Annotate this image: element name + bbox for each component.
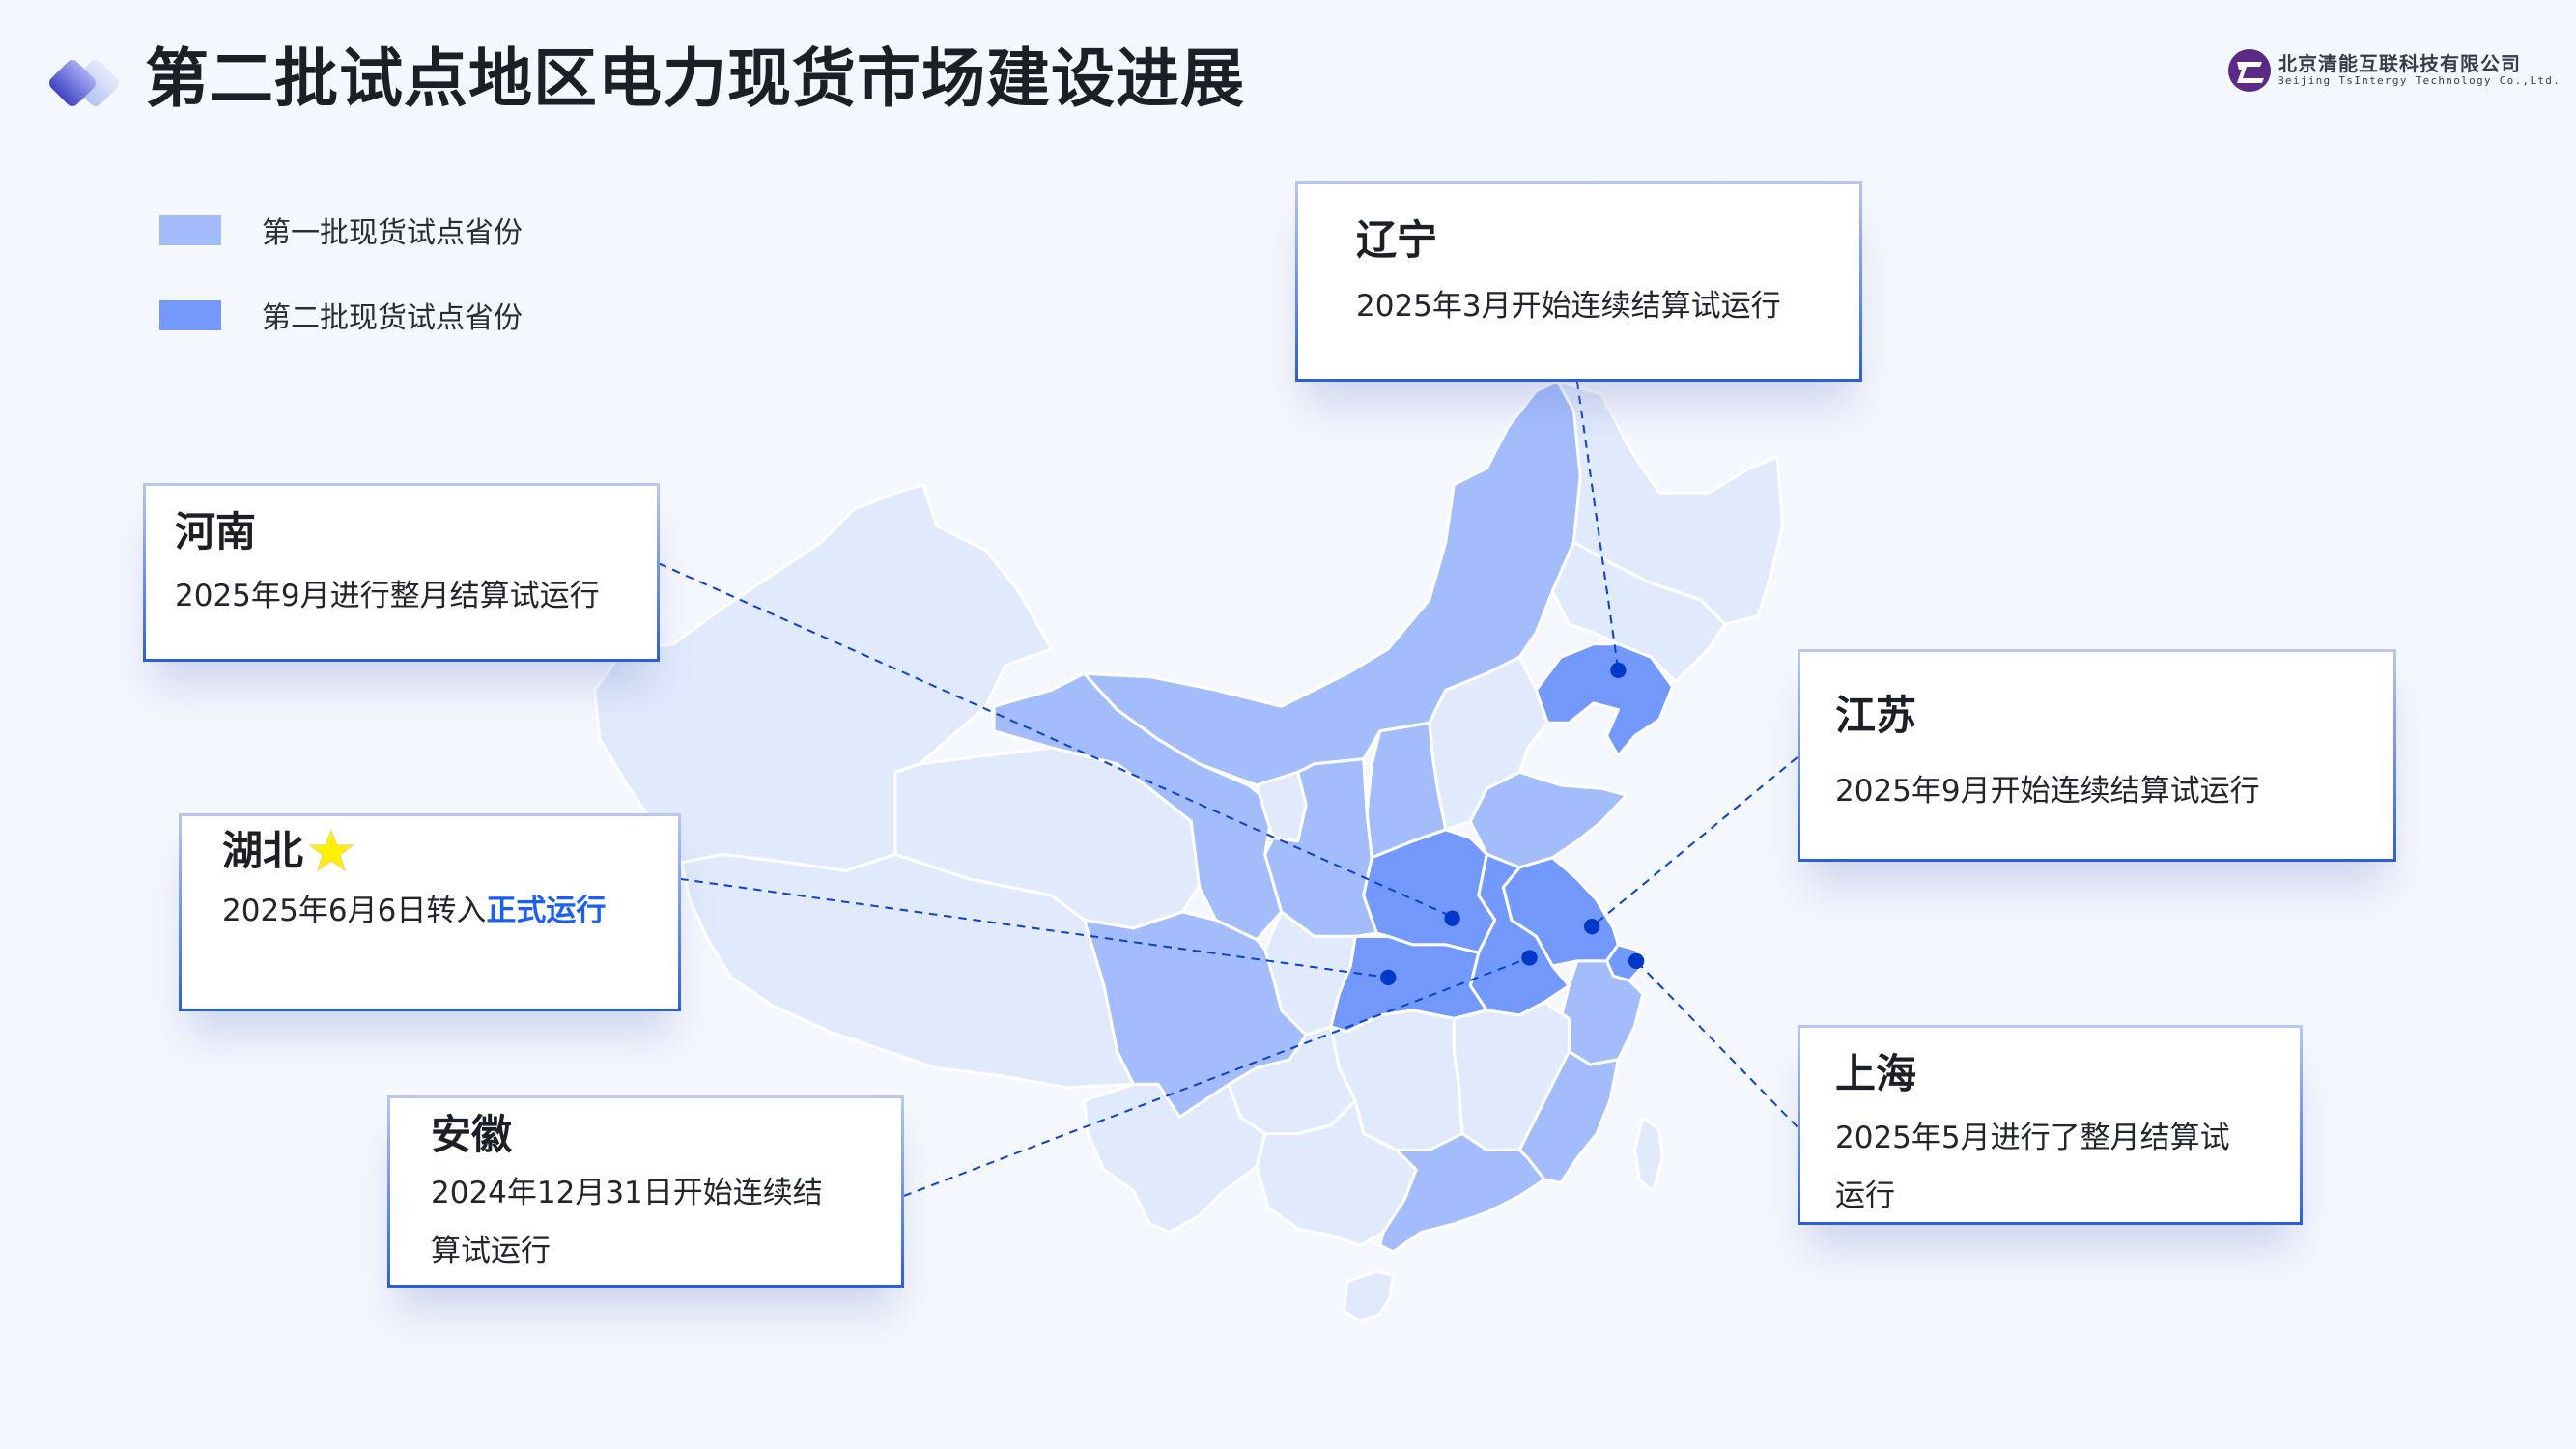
leader-line-hubei bbox=[680, 877, 1389, 979]
callout-desc-line: 算试运行 bbox=[431, 1234, 551, 1268]
callout-desc-line: 运行 bbox=[1835, 1179, 1895, 1213]
company-logo: 北京清能互联科技有限公司 Beijing TsIntergy Technolog… bbox=[2227, 46, 2561, 95]
company-name-cn: 北京清能互联科技有限公司 bbox=[2278, 52, 2521, 75]
province-guangdong bbox=[1378, 1131, 1546, 1254]
legend-item-batch1: 第一批现货试点省份 bbox=[159, 211, 523, 250]
province-jilin bbox=[1550, 540, 1727, 684]
province-yunnan bbox=[1083, 1082, 1267, 1235]
callout-title: 辽宁 bbox=[1356, 216, 1438, 264]
province-liaoning bbox=[1534, 642, 1675, 757]
province-hainan bbox=[1342, 1269, 1395, 1322]
callout-shanghai: 上海 2025年5月进行了整月结算试 运行 bbox=[1798, 1025, 2303, 1225]
callout-henan: 河南 2025年9月进行整月结算试运行 bbox=[143, 483, 660, 662]
legend-item-batch2: 第二批现货试点省份 bbox=[159, 296, 523, 335]
callout-title: 安徽 bbox=[431, 1111, 513, 1158]
callout-desc: 2024年12月31日开始连续结 算试运行 bbox=[431, 1164, 823, 1280]
callout-title: 河南 bbox=[175, 508, 257, 555]
callout-desc: 2025年9月开始连续结算试运行 bbox=[1835, 774, 2260, 809]
legend-label: 第一批现货试点省份 bbox=[262, 216, 523, 250]
marker-dot-jiangsu bbox=[1584, 919, 1600, 935]
leader-line-liaoning bbox=[1575, 381, 1620, 671]
leader-line-anhui bbox=[903, 956, 1530, 1198]
leader-line-jiangsu bbox=[1591, 756, 1798, 927]
callout-anhui: 安徽 2024年12月31日开始连续结 算试运行 bbox=[387, 1095, 904, 1288]
callout-desc-line: 2024年12月31日开始连续结 bbox=[431, 1176, 823, 1210]
marker-dot-shanghai bbox=[1628, 952, 1645, 970]
star-icon bbox=[307, 829, 355, 872]
leader-line-henan bbox=[658, 562, 1454, 918]
province-shandong bbox=[1468, 770, 1628, 869]
company-name-en: Beijing TsIntergy Technology Co.,Ltd. bbox=[2278, 74, 2562, 87]
callout-liaoning: 辽宁 2025年3月开始连续结算试运行 bbox=[1295, 181, 1862, 382]
legend-swatch-batch2 bbox=[159, 299, 221, 330]
status-highlight: 正式运行 bbox=[486, 894, 607, 928]
callout-hubei: 湖北 2025年6月6日转入正式运行 bbox=[179, 813, 681, 1011]
callout-desc: 2025年6月6日转入正式运行 bbox=[222, 882, 606, 940]
callout-title: 江苏 bbox=[1835, 692, 1917, 739]
callout-desc: 2025年9月进行整月结算试运行 bbox=[175, 579, 600, 613]
marker-dot-hubei bbox=[1380, 969, 1397, 986]
leader-line-shanghai bbox=[1635, 960, 1798, 1128]
callout-title: 上海 bbox=[1835, 1050, 1917, 1097]
legend: 第一批现货试点省份 第二批现货试点省份 bbox=[159, 211, 523, 381]
marker-dot-liaoning bbox=[1610, 662, 1627, 679]
legend-swatch-batch1 bbox=[159, 214, 221, 245]
province-taiwan bbox=[1632, 1115, 1664, 1193]
page-title: 第二批试点地区电力现货市场建设进展 bbox=[145, 42, 1245, 116]
marker-dot-henan bbox=[1444, 910, 1460, 926]
company-logo-icon bbox=[2228, 49, 2271, 92]
marker-dot-anhui bbox=[1521, 950, 1538, 966]
legend-label: 第二批现货试点省份 bbox=[262, 301, 523, 335]
province-fujian bbox=[1517, 1049, 1620, 1185]
callout-title: 湖北 bbox=[222, 826, 355, 876]
callout-desc: 2025年5月进行了整月结算试 运行 bbox=[1835, 1109, 2230, 1225]
callout-desc: 2025年3月开始连续结算试运行 bbox=[1356, 289, 1781, 324]
callout-desc-line: 2025年5月进行了整月结算试 bbox=[1835, 1121, 2230, 1155]
callout-desc-prefix: 2025年6月6日转入 bbox=[222, 894, 487, 928]
callout-title-text: 湖北 bbox=[222, 827, 304, 874]
stacked-diamonds-icon bbox=[49, 60, 119, 106]
callout-jiangsu: 江苏 2025年9月开始连续结算试运行 bbox=[1798, 649, 2396, 862]
